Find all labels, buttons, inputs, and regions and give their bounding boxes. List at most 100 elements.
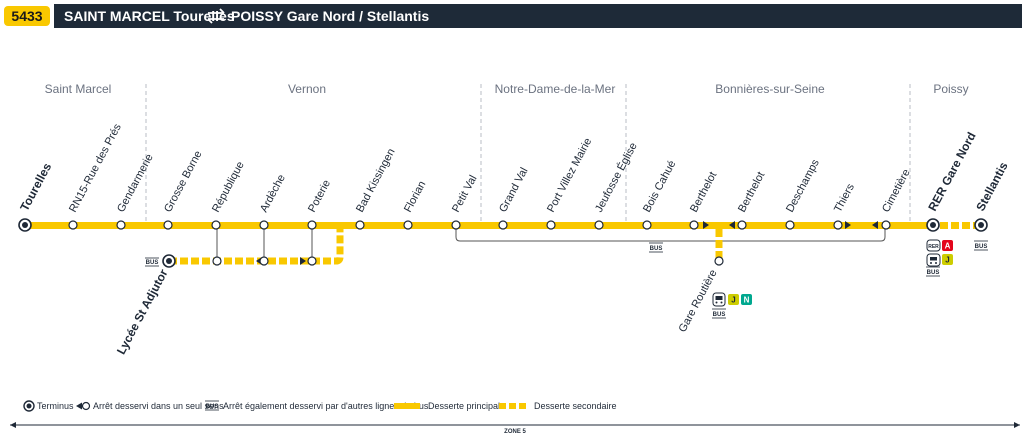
bus-badge: BUS (712, 308, 726, 319)
stop-label: RN15-Rue des Prés (67, 121, 124, 214)
legend-main-service: Desserte principale (428, 401, 505, 411)
fare-zone-bar: ZONE 5 (10, 422, 1020, 435)
header: 5433 SAINT MARCEL Tourelles POISSY Gare … (0, 0, 1030, 30)
train-line-n-label: N (744, 296, 750, 305)
train-icon (926, 253, 941, 267)
stop-marker (498, 220, 508, 230)
legend: Terminus Arrêt desservi dans un seul sen… (23, 400, 617, 412)
stop-marker (642, 220, 652, 230)
legend-one-way: Arrêt desservi dans un seul sens (93, 401, 224, 411)
stop-label: Poterie (306, 178, 333, 214)
rer-line-a-label: A (945, 242, 951, 251)
legend-terminus: Terminus (37, 401, 74, 411)
fare-zone-label: ZONE 5 (504, 429, 526, 435)
zone-label: Poissy (933, 82, 968, 96)
stop-marker (307, 256, 317, 266)
stop-labels: Tourelles RN15-Rue des Prés Gendarmerie … (17, 121, 1011, 356)
stop-marker (785, 220, 795, 230)
terminus-marker (162, 254, 176, 268)
terminus-marker (18, 218, 32, 232)
rer-icon-label: RER (928, 244, 939, 250)
train-line-j-badge: J (728, 294, 739, 305)
stop-label: Berthelot (736, 170, 767, 215)
stop-label: Cimetière (880, 167, 913, 214)
stop-marker (714, 256, 724, 266)
stop-marker (451, 220, 461, 230)
stop-label: Tourelles (17, 160, 54, 213)
legend-secondary-service: Desserte secondaire (534, 401, 617, 411)
train-line-j-badge: J (942, 254, 953, 265)
route-title-bar: SAINT MARCEL Tourelles POISSY Gare Nord … (54, 4, 1022, 28)
stop-marker (212, 256, 222, 266)
stop-label: Berthelot (688, 170, 719, 215)
stop-marker (259, 220, 269, 230)
stop-label: Petit Val (450, 173, 479, 214)
route-origin: SAINT MARCEL Tourelles (64, 8, 235, 24)
stop-label: République (210, 160, 247, 215)
bus-badge-label: BUS (975, 244, 988, 250)
bus-badge-label: BUS (713, 312, 726, 318)
stop-label: Ardèche (258, 173, 288, 215)
secondary-branch-lycee (169, 229, 344, 265)
legend-other-bus: Arrêt également desservi par d'autres li… (223, 401, 429, 411)
bidirectional-arrow-icon (207, 8, 225, 24)
zone-separators (145, 84, 911, 225)
loop-line (455, 229, 886, 242)
stop-marker (163, 220, 173, 230)
stop-marker (68, 220, 78, 230)
train-line-j-label: J (945, 256, 949, 265)
legend-one-way-icon (76, 401, 91, 411)
stops (18, 218, 988, 268)
stop-label: Gendarmerie (115, 152, 156, 214)
rer-line-a-badge: A (942, 240, 953, 251)
zone-labels: Saint Marcel Vernon Notre-Dame-de-la-Mer… (45, 82, 969, 96)
legend-bus-badge: BUS (205, 400, 219, 411)
stop-label: Grand Val (497, 166, 530, 215)
main-line (25, 222, 932, 229)
zone-label: Notre-Dame-de-la-Mer (495, 82, 616, 96)
gare-nord-connections: RER A J (926, 239, 953, 267)
stop-label: Jeufosse Église (592, 140, 640, 214)
stop-marker (833, 220, 843, 230)
bus-connection-badges: BUS BUS BUS BUS BUS (145, 240, 988, 319)
legend-terminus-icon (23, 400, 35, 412)
zone-label: Vernon (288, 82, 326, 96)
rer-icon: RER (926, 239, 941, 252)
bus-badge: BUS (926, 266, 940, 277)
stop-marker (737, 220, 747, 230)
stop-marker (689, 220, 699, 230)
train-line-j-label: J (731, 296, 735, 305)
stop-marker (355, 220, 365, 230)
zone-label: Bonnières-sur-Seine (715, 82, 825, 96)
bus-badge-label: BUS (927, 270, 940, 276)
bus-badge: BUS (145, 257, 159, 267)
stop-marker (259, 256, 269, 266)
stop-label: Grosse Borne (162, 149, 204, 215)
stop-label: Bois Cahué (641, 159, 678, 215)
stop-label: Bad Kissingen (354, 147, 398, 215)
stop-marker (881, 220, 891, 230)
route-destination: POISSY Gare Nord / Stellantis (231, 8, 430, 24)
legend-bus-badge-label: BUS (206, 404, 219, 410)
stop-marker (546, 220, 556, 230)
train-line-n-badge: N (741, 294, 752, 305)
stop-label: Lycée St Adjutor (114, 267, 171, 357)
bus-badge: BUS (974, 240, 988, 251)
bus-badge: BUS (649, 242, 663, 253)
legend-main-line-swatch (394, 403, 420, 409)
terminus-marker (926, 218, 940, 232)
stop-label: Thiers (832, 181, 857, 214)
gare-routiere-connections: J N (712, 292, 752, 307)
stop-label: RER Gare Nord (925, 130, 978, 214)
route-number-badge: 5433 (4, 6, 50, 26)
zone-label: Saint Marcel (45, 82, 112, 96)
stop-label: Stellantis (973, 159, 1011, 213)
stop-marker (307, 220, 317, 230)
bus-badge-label: BUS (650, 246, 663, 252)
stop-marker (594, 220, 604, 230)
bus-badge-label: BUS (146, 260, 159, 266)
stop-label: Florian (402, 179, 428, 214)
stop-marker (403, 220, 413, 230)
train-icon (712, 292, 726, 307)
